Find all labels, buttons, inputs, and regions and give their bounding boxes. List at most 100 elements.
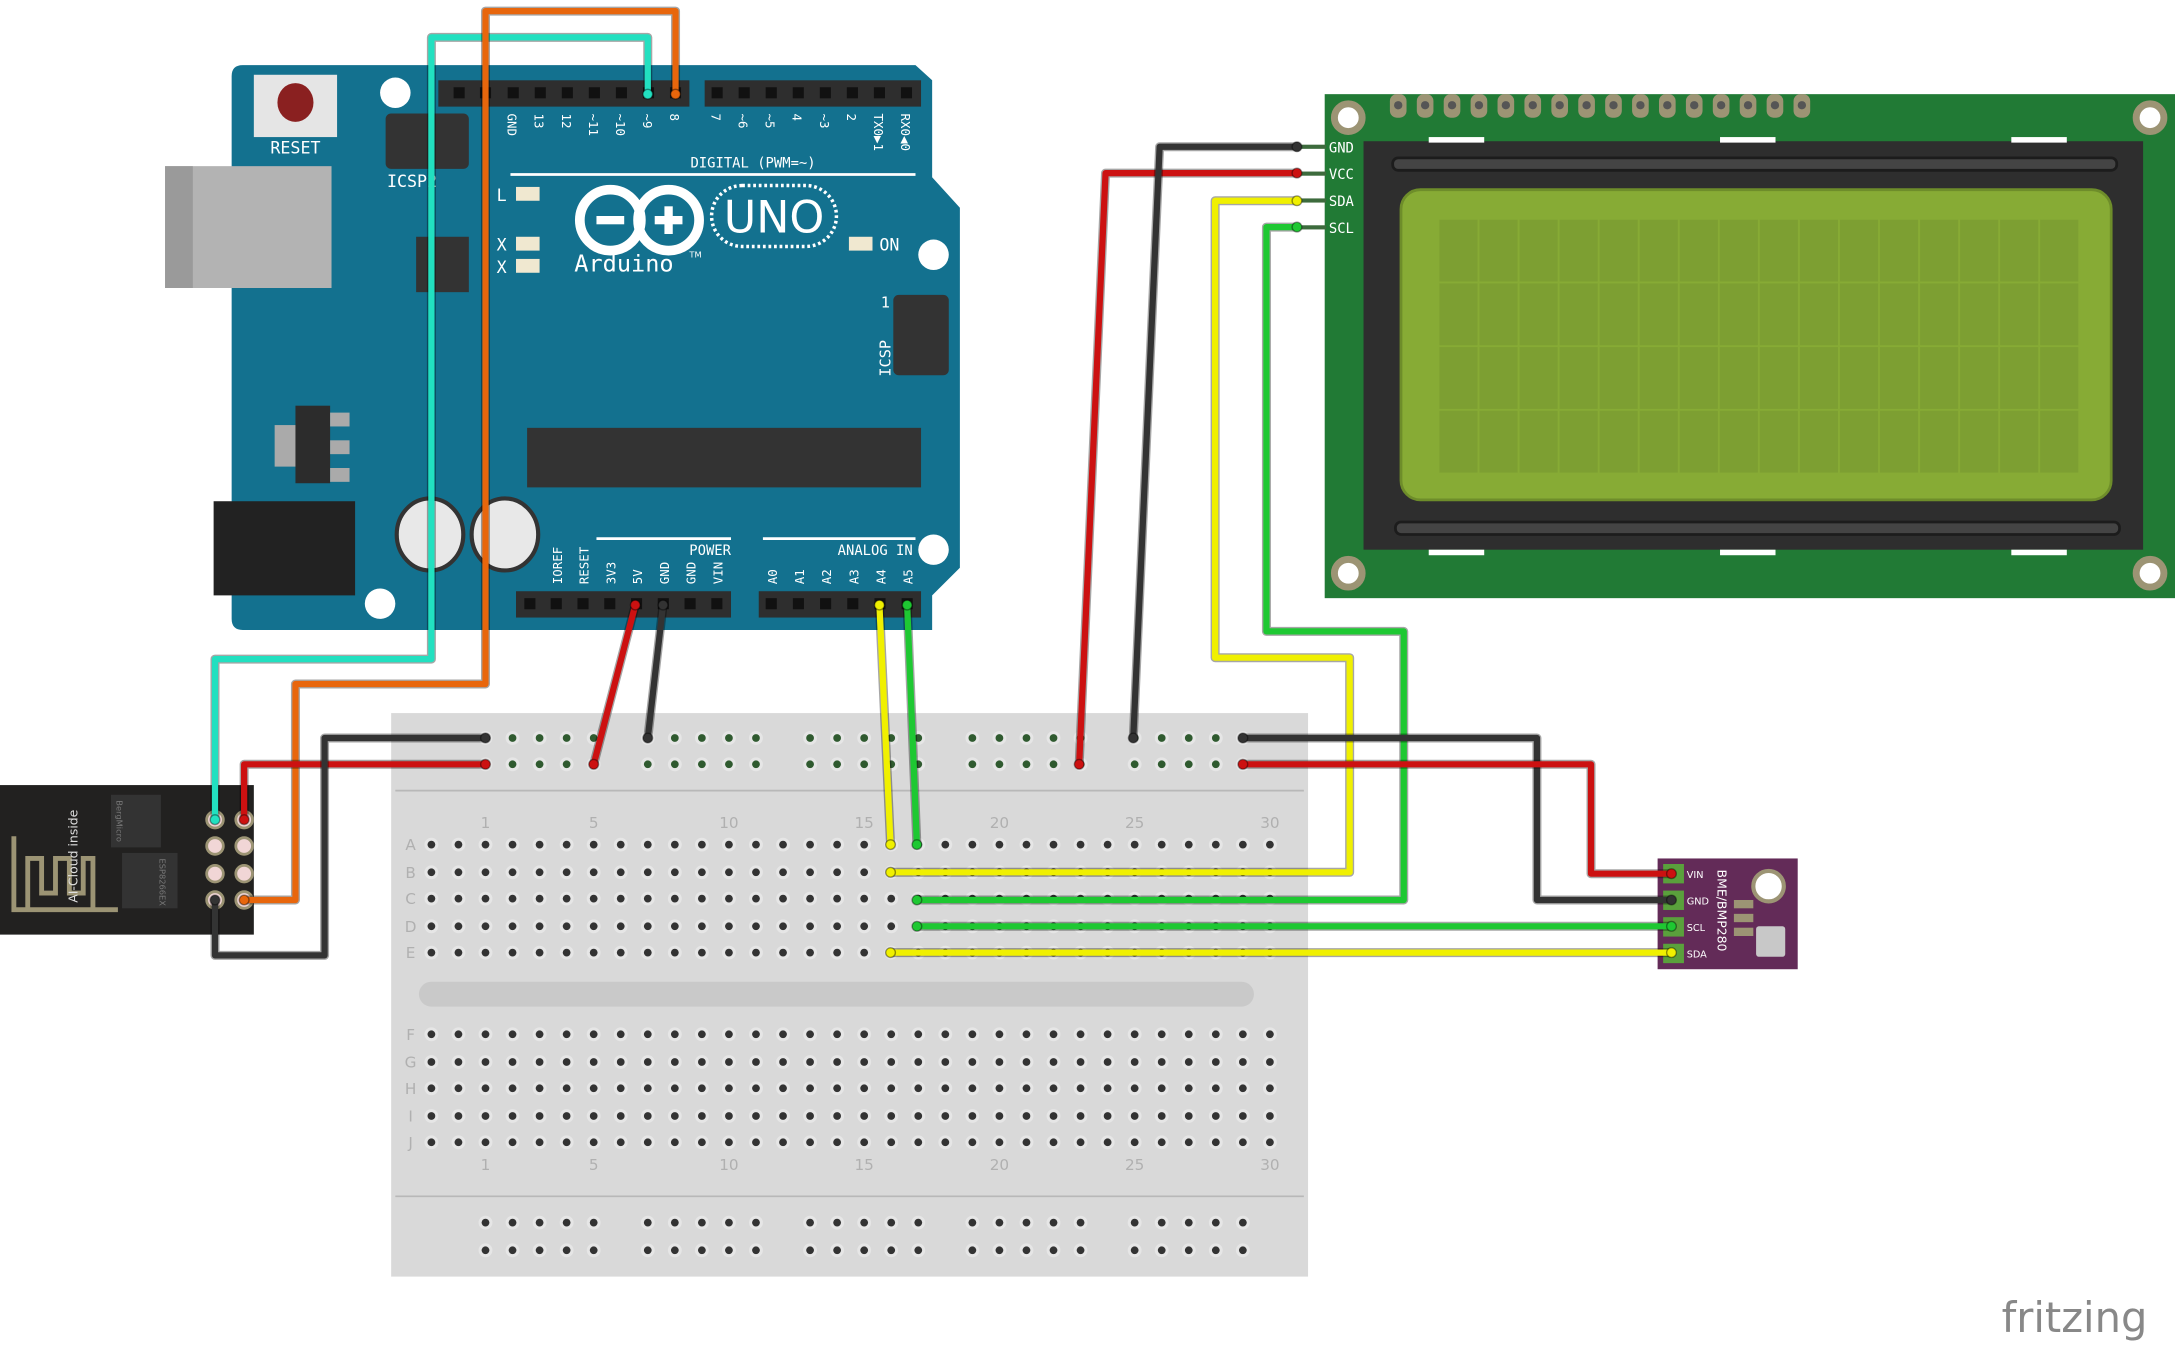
wire-end — [1291, 195, 1303, 207]
lcd-character-cell — [1839, 347, 1879, 409]
wire-end — [1665, 894, 1678, 906]
rail-hole — [1157, 760, 1166, 769]
lcd-character-cell — [1439, 283, 1478, 346]
breadboard-hole — [643, 948, 652, 957]
lcd-character-cell — [1639, 283, 1678, 346]
lcd-character-cell — [1839, 410, 1879, 473]
breadboard-hole — [454, 1138, 463, 1147]
breadboard-hole — [725, 1030, 733, 1039]
row-letter: I — [408, 1108, 413, 1126]
breadboard-hole — [562, 840, 571, 849]
breadboard-hole — [454, 840, 463, 849]
breadboard-hole — [752, 894, 760, 903]
lcd-top-pin-hole — [1636, 101, 1645, 110]
chip-label: ESP8266EX — [158, 858, 168, 906]
rail-hole — [995, 760, 1004, 769]
reset-button-cap[interactable] — [277, 83, 314, 122]
breadboard-hole — [535, 1058, 544, 1066]
row-letter: G — [405, 1054, 417, 1072]
rail-hole — [1049, 760, 1058, 769]
smd-pad — [1733, 900, 1754, 909]
header-pin — [615, 87, 627, 99]
power-header — [516, 591, 732, 618]
breadboard-hole — [968, 1138, 977, 1147]
rail-hole — [535, 1246, 544, 1255]
breadboard-hole — [779, 868, 787, 877]
digital-pin-label: 7 — [709, 114, 724, 122]
header-pin — [738, 87, 750, 99]
rail-hole — [589, 734, 598, 742]
breadboard-hole — [535, 1084, 544, 1093]
led-l-label: L — [497, 186, 507, 205]
rail-hole — [1022, 734, 1031, 742]
regulator-pin — [330, 468, 350, 482]
breadboard-hole — [887, 1138, 896, 1147]
breadboard-hole — [779, 1030, 787, 1039]
wire-end — [911, 894, 923, 906]
atmega-chip — [527, 427, 922, 488]
lcd-top-pin-hole — [1797, 101, 1807, 110]
wire-a5-scl — [904, 601, 921, 848]
lcd-character-cell — [1679, 410, 1718, 473]
breadboard-hole — [670, 840, 679, 849]
breadboard-hole — [1130, 1112, 1139, 1120]
breadboard-hole — [1076, 1030, 1085, 1039]
lcd-character-cell — [1920, 410, 1959, 473]
rail-hole — [833, 760, 842, 769]
breadboard-hole — [697, 1112, 706, 1120]
breadboard-hole — [1184, 1138, 1193, 1147]
digital-pin-label: ~5 — [763, 114, 778, 129]
mounting-hole — [2132, 100, 2168, 135]
breadboard-hole — [643, 922, 652, 931]
rail-hole — [887, 1218, 896, 1227]
breadboard-hole — [616, 1112, 625, 1120]
breadboard-hole — [562, 868, 571, 877]
breadboard-hole — [427, 1084, 436, 1093]
breadboard-hole — [670, 1030, 679, 1039]
breadboard-hole — [1184, 1058, 1193, 1066]
breadboard-hole — [481, 948, 490, 957]
rail-hole — [1184, 760, 1193, 769]
breadboard-hole — [562, 1112, 571, 1120]
rail-hole — [752, 760, 760, 769]
breadboard-hole — [643, 1084, 652, 1093]
breadboard-hole — [454, 1112, 463, 1120]
breadboard-hole — [968, 1058, 977, 1066]
breadboard-hole — [697, 840, 706, 849]
column-number: 1 — [481, 814, 491, 832]
breadboard-hole — [643, 840, 652, 849]
lcd-character-cell — [1960, 283, 1999, 346]
digital-pin-label: ~9 — [640, 114, 655, 129]
breadboard-hole — [1211, 1084, 1220, 1093]
lcd-character-cell — [1719, 283, 1758, 346]
reset-label: RESET — [270, 139, 320, 158]
rail-hole — [1022, 760, 1031, 769]
column-number: 20 — [990, 814, 1009, 832]
lcd-i2c-pin — [1290, 198, 1327, 203]
analog-pin-label: A0 — [765, 569, 780, 584]
lcd-character-cell — [1599, 219, 1638, 282]
lcd-character-cell — [1960, 219, 1999, 282]
header-pin — [792, 87, 804, 99]
breadboard-hole — [1103, 1112, 1112, 1120]
breadboard-hole — [779, 948, 787, 957]
breadboard-hole — [779, 1084, 787, 1093]
breadboard-hole — [589, 894, 598, 903]
lcd-top-pin-hole — [1555, 101, 1564, 110]
breadboard-hole — [562, 1058, 571, 1066]
rail-hole — [725, 760, 733, 769]
row-letter: B — [405, 864, 415, 882]
breadboard-hole — [1211, 1138, 1220, 1147]
breadboard-hole — [1157, 1112, 1166, 1120]
power-pin-label: RESET — [577, 546, 592, 584]
fritzing-watermark: fritzing — [2002, 1293, 2148, 1342]
breadboard-hole — [535, 1112, 544, 1120]
analog-pin-label: A1 — [792, 569, 807, 584]
lcd-character-cell — [1960, 410, 1999, 473]
breadboard-hole — [833, 868, 842, 877]
rail-hole — [1211, 760, 1220, 769]
header-pin — [711, 87, 723, 99]
column-number: 15 — [854, 1156, 873, 1174]
